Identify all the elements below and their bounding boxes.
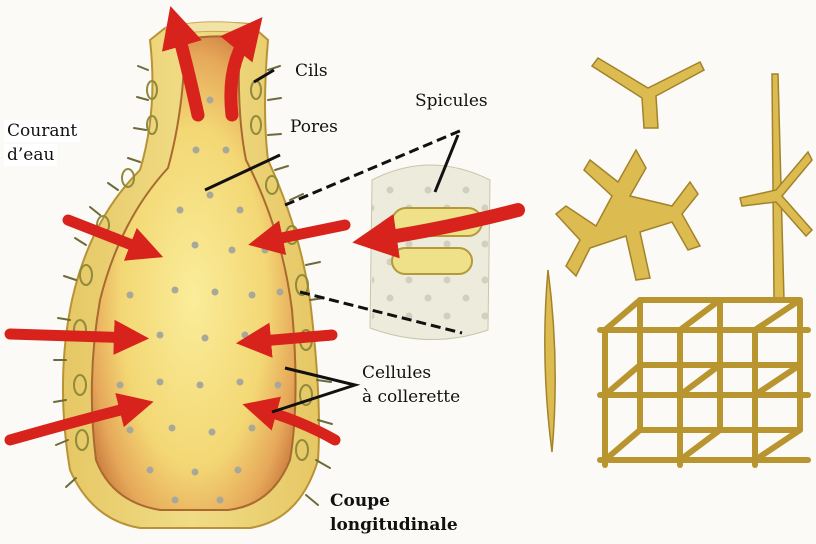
label-cellules-line2: à collerette [362, 386, 460, 408]
spicule-branched [556, 150, 700, 280]
label-courant-line1: Courant [4, 120, 80, 142]
label-coupe-line2: longitudinale [330, 514, 458, 536]
spicule-triradiate [592, 58, 704, 128]
pore-tube [392, 248, 472, 274]
inflow-arrow [250, 335, 332, 342]
label-pores: Pores [290, 116, 338, 138]
label-cellules-line1: Cellules [362, 362, 431, 384]
label-cils: Cils [295, 60, 328, 82]
pore-detail [370, 165, 518, 340]
spicule-lattice [600, 300, 808, 465]
label-coupe-line1: Coupe [330, 490, 390, 512]
label-spicules: Spicules [415, 90, 488, 112]
inflow-arrow [10, 334, 135, 338]
spicule-spindle [545, 270, 555, 452]
label-courant-line2: d’eau [4, 144, 57, 166]
